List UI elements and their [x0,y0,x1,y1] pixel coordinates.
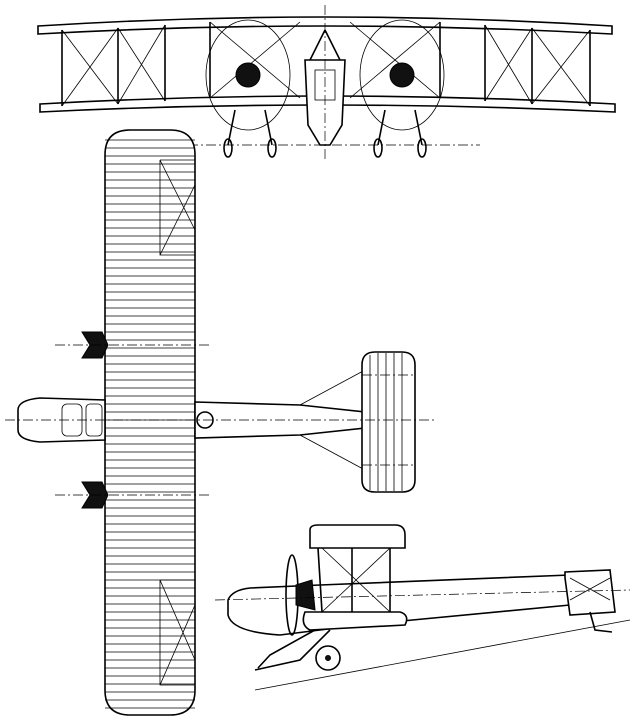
engine-left-front [235,62,261,88]
front-view [37,5,616,160]
engine-right-front [389,62,415,88]
side-view [214,524,631,691]
plan-view [5,129,435,716]
